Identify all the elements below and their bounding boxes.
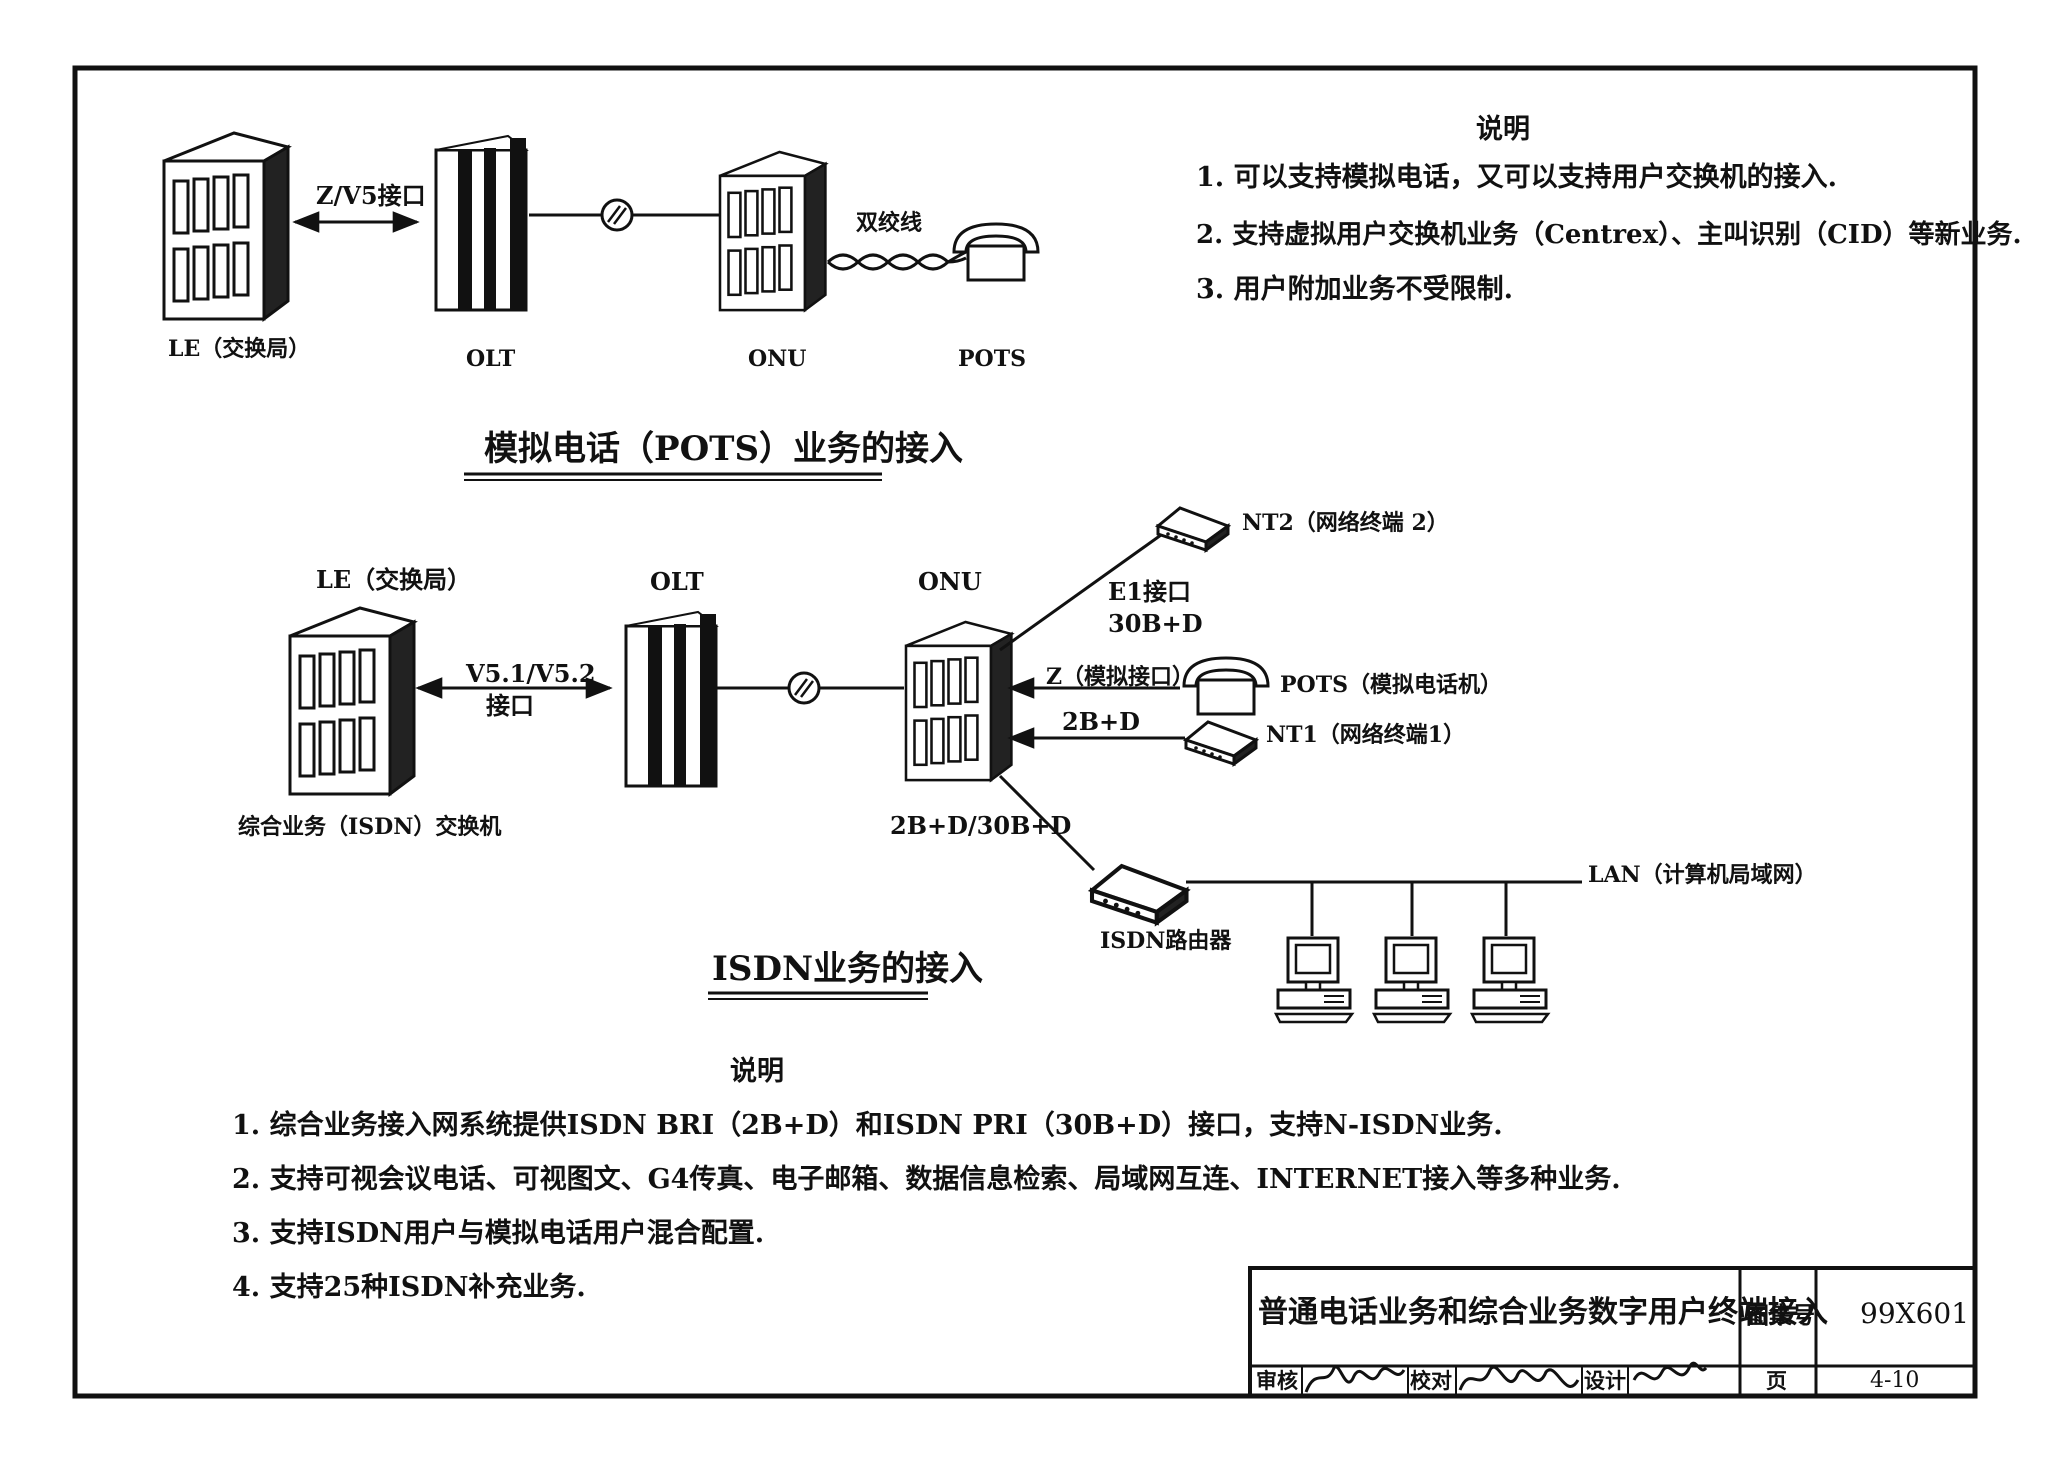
isdn-onu-bottom-label: 2B+D/30B+D bbox=[890, 811, 1072, 840]
reviewer-signature bbox=[1304, 1365, 1406, 1393]
isdn-z-label: Z（模拟接口） bbox=[1046, 664, 1195, 690]
isdn-onu-label: ONU bbox=[918, 567, 982, 596]
isdn-e1-label-line2: 30B+D bbox=[1108, 609, 1203, 638]
lan-computer-icon-2 bbox=[1372, 936, 1452, 1024]
pots-twisted-pair-label: 双绞线 bbox=[856, 210, 923, 236]
isdn-2bd-label: 2B+D bbox=[1062, 707, 1140, 736]
isdn-fiber-break-icon bbox=[787, 671, 821, 705]
isdn-note-2: 2. 支持可视会议电话、可视图文、G4传真、电子邮箱、数据信息检索、局域网互连、… bbox=[232, 1164, 1621, 1195]
isdn-switch-label: 综合业务（ISDN）交换机 bbox=[238, 814, 502, 840]
isdn-router-icon bbox=[1092, 866, 1187, 923]
drawing-title: 普通电话业务和综合业务数字用户终端接入 bbox=[1258, 1295, 1828, 1330]
pots-olt-label: OLT bbox=[466, 346, 516, 372]
pots-fiber-break-icon bbox=[600, 198, 634, 232]
isdn-e1-link bbox=[999, 528, 1169, 652]
isdn-router-link bbox=[998, 774, 1096, 872]
isdn-v5-label-line1: V5.1/V5.2 bbox=[466, 659, 596, 688]
sheet-border bbox=[72, 65, 1978, 1399]
isdn-note-4: 4. 支持25种ISDN补充业务. bbox=[232, 1272, 586, 1303]
pots-pots-label: POTS bbox=[958, 346, 1026, 372]
pots-note-1: 1. 可以支持模拟电话，又可以支持用户交换机的接入. bbox=[1196, 162, 1837, 193]
lan-computer-icon-3 bbox=[1470, 936, 1550, 1024]
pots-note-3: 3. 用户附加业务不受限制. bbox=[1196, 274, 1513, 305]
isdn-diagram bbox=[288, 506, 1582, 1024]
lan-computer-icon-1 bbox=[1274, 936, 1354, 1024]
pots-onu-rack-icon bbox=[718, 150, 827, 312]
pots-diagram bbox=[162, 131, 1040, 321]
pots-onu-label: ONU bbox=[748, 346, 807, 372]
isdn-e1-label-line1: E1接口 bbox=[1108, 577, 1191, 606]
designer-signature bbox=[1632, 1361, 1708, 1381]
review-label: 审核 bbox=[1256, 1368, 1298, 1393]
pots-le-label: LE（交换局） bbox=[168, 336, 311, 362]
pots-le-rack-icon bbox=[162, 131, 290, 321]
checker-signature bbox=[1458, 1365, 1580, 1391]
isdn-onu-rack-icon bbox=[904, 620, 1013, 782]
atlas-no-label: 图集号 bbox=[1746, 1302, 1815, 1329]
pots-note-2: 2. 支持虚拟用户交换机业务（Centrex）、主叫识别（CID）等新业务. bbox=[1196, 220, 2022, 250]
isdn-olt-icon bbox=[624, 610, 718, 788]
pots-phone-icon bbox=[952, 222, 1040, 282]
lan-label: LAN（计算机局域网） bbox=[1588, 862, 1817, 888]
nt1-device-icon bbox=[1184, 720, 1258, 766]
title-block bbox=[1248, 1266, 1977, 1398]
isdn-note-3: 3. 支持ISDN用户与模拟电话用户混合配置. bbox=[232, 1218, 765, 1249]
pots-notes-heading: 说明 bbox=[1476, 114, 1530, 145]
check-label: 校对 bbox=[1410, 1368, 1452, 1393]
isdn-pots-label: POTS（模拟电话机） bbox=[1280, 672, 1502, 698]
isdn-section-title: ISDN业务的接入 bbox=[712, 949, 984, 989]
isdn-note-1: 1. 综合业务接入网系统提供ISDN BRI（2B+D）和ISDN PRI（30… bbox=[232, 1110, 1503, 1141]
pots-twisted-pair-2 bbox=[826, 253, 967, 271]
pots-interface-label: Z/V5接口 bbox=[316, 181, 426, 210]
nt2-label: NT2（网络终端 2） bbox=[1242, 510, 1449, 536]
isdn-olt-label: OLT bbox=[650, 567, 704, 596]
page-label: 页 bbox=[1766, 1368, 1787, 1393]
design-label: 设计 bbox=[1584, 1368, 1626, 1393]
isdn-router-label: ISDN路由器 bbox=[1100, 928, 1232, 954]
isdn-notes-heading: 说明 bbox=[730, 1056, 784, 1087]
nt1-label: NT1（网络终端1） bbox=[1266, 722, 1466, 748]
pots-section-title: 模拟电话（POTS）业务的接入 bbox=[484, 429, 964, 469]
page-number: 4-10 bbox=[1870, 1368, 1920, 1393]
isdn-v5-label-line2: 接口 bbox=[486, 691, 534, 720]
pots-olt-icon bbox=[434, 134, 528, 312]
nt2-device-icon bbox=[1156, 506, 1230, 552]
atlas-no: 99X601 bbox=[1860, 1297, 1970, 1330]
isdn-le-rack-icon bbox=[288, 606, 416, 796]
isdn-pots-phone-icon bbox=[1182, 656, 1270, 716]
isdn-le-label: LE（交换局） bbox=[316, 565, 472, 594]
